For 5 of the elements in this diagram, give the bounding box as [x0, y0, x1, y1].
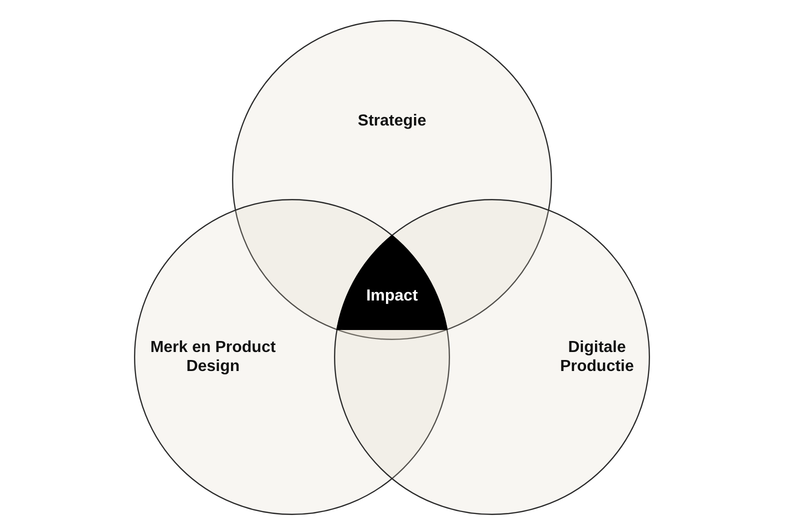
- circle-label: Strategie: [356, 112, 428, 130]
- venn-circle: [334, 199, 650, 515]
- overlap-label: Impact: [365, 286, 419, 306]
- circle-label: Merk en Product Design: [149, 338, 277, 376]
- circle-label: Digitale Productie: [559, 338, 635, 376]
